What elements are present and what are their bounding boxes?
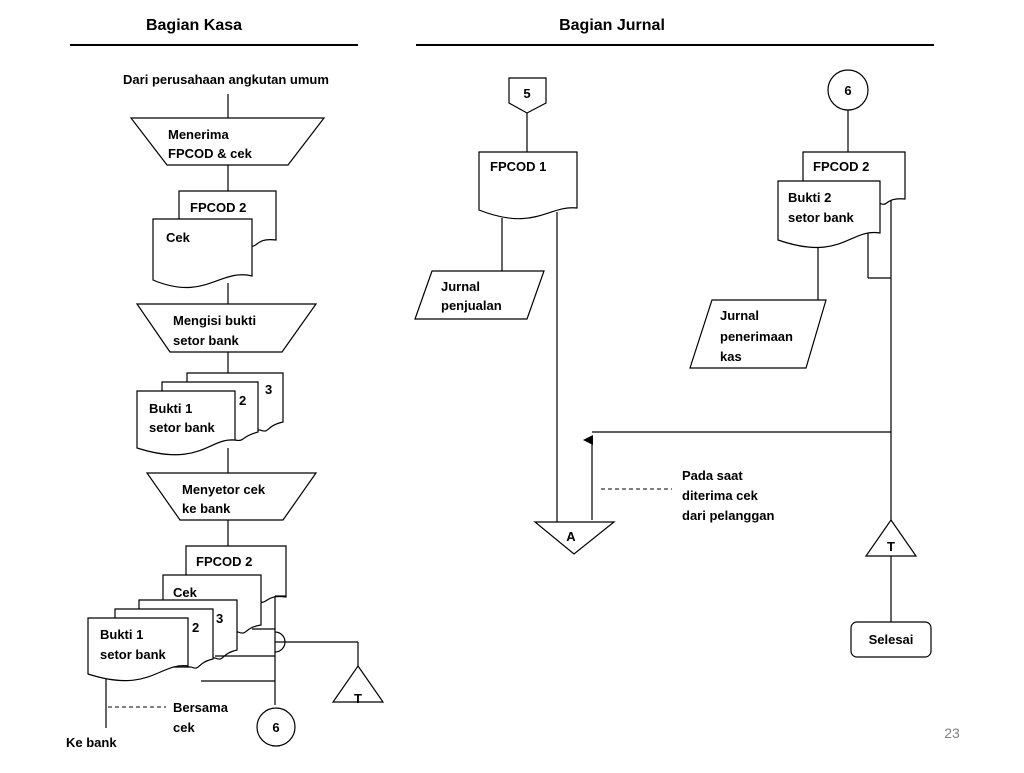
doc-fpcod2-label: FPCOD 2 — [190, 200, 246, 215]
file-t-jurnal-label: T — [887, 539, 895, 554]
header-bagian-jurnal: Bagian Jurnal — [559, 17, 665, 34]
file-a: A — [533, 521, 616, 555]
note-bersama-line2: cek — [173, 720, 195, 735]
doc-fpcod1-label: FPCOD 1 — [490, 159, 546, 174]
page-number: 23 — [944, 725, 960, 741]
note-dari-pelanggan: dari pelanggan — [682, 508, 775, 523]
doc-jurnal-fpcod2-label: FPCOD 2 — [813, 159, 869, 174]
copy-2-label: 2 — [239, 393, 246, 408]
jurnal-right-lines — [817, 200, 892, 622]
jurnal-penerimaan-line1: Jurnal — [720, 308, 759, 323]
manual-op-menerima-line2: FPCOD & cek — [168, 146, 253, 161]
connector-6-kasa: 6 — [256, 707, 296, 747]
bottom-cek-label: Cek — [173, 585, 198, 600]
bottom-bukti-1-line1: Bukti 1 — [100, 627, 143, 642]
manual-op-menerima: Menerima FPCOD & cek — [129, 117, 326, 166]
doc-fpcod2-cek: FPCOD 2 Cek — [152, 190, 277, 289]
file-t-kasa: T — [331, 664, 385, 706]
offpage-5-label: 5 — [523, 86, 530, 101]
connector-6-jurnal: 6 — [827, 69, 869, 111]
jurnal-penjualan-line2: penjualan — [441, 298, 502, 313]
bottom-copy-2-label: 2 — [192, 620, 199, 635]
doc-fpcod1: FPCOD 1 — [478, 151, 578, 220]
doc-bottom-cluster: FPCOD 2 Cek 3 2 Bukti 1 setor bank — [87, 545, 287, 682]
doc-bukti-setor-set1: 3 2 Bukti 1 setor bank — [136, 372, 284, 456]
header-bagian-kasa: Bagian Kasa — [146, 17, 242, 34]
copy-3-label: 3 — [265, 382, 272, 397]
note-bersama-line1: Bersama — [173, 700, 229, 715]
bottom-fpcod2-label: FPCOD 2 — [196, 554, 252, 569]
terminator-selesai: Selesai — [850, 621, 932, 658]
bukti-1-label-line2: setor bank — [149, 420, 216, 435]
file-t-jurnal: T — [864, 518, 918, 557]
jurnal-penerimaan-line3: kas — [720, 349, 742, 364]
bottom-bukti-1-line2: setor bank — [100, 647, 167, 662]
kasa-bottom-lines — [105, 595, 359, 728]
manual-op-mengisi-line1: Mengisi bukti — [173, 313, 256, 328]
file-t-kasa-label: T — [354, 691, 362, 706]
manual-op-mengisi-line2: setor bank — [173, 333, 240, 348]
manual-op-menerima-line1: Menerima — [168, 127, 229, 142]
manual-op-menyetor: Menyetor cek ke bank — [145, 472, 318, 521]
connector-6-jurnal-label: 6 — [844, 83, 851, 98]
doc-fpcod2-bukti2: FPCOD 2 Bukti 2 setor bank — [777, 151, 906, 249]
file-a-label: A — [566, 529, 576, 544]
bottom-copy-3-label: 3 — [216, 611, 223, 626]
ke-bank-label: Ke bank — [66, 735, 117, 750]
jurnal-penerimaan-line2: penerimaan — [720, 329, 793, 344]
jurnal-penerimaan-kas: Jurnal penerimaan kas — [689, 299, 827, 369]
doc-bukti2-line1: Bukti 2 — [788, 190, 831, 205]
note-pada-saat: Pada saat — [682, 468, 743, 483]
doc-bukti2-line2: setor bank — [788, 210, 855, 225]
manual-op-menyetor-line2: ke bank — [182, 501, 231, 516]
jurnal-penjualan: Jurnal penjualan — [414, 270, 545, 320]
offpage-connector-5: 5 — [508, 77, 547, 114]
bukti-1-label-line1: Bukti 1 — [149, 401, 192, 416]
doc-cek-label: Cek — [166, 230, 191, 245]
note-diterima-cek: diterima cek — [682, 488, 759, 503]
manual-op-mengisi: Mengisi bukti setor bank — [135, 303, 318, 353]
source-label: Dari perusahaan angkutan umum — [123, 72, 329, 87]
manual-op-menyetor-line1: Menyetor cek — [182, 482, 266, 497]
connector-6-kasa-label: 6 — [272, 720, 279, 735]
jurnal-penjualan-line1: Jurnal — [441, 279, 480, 294]
selesai-label: Selesai — [869, 632, 914, 647]
